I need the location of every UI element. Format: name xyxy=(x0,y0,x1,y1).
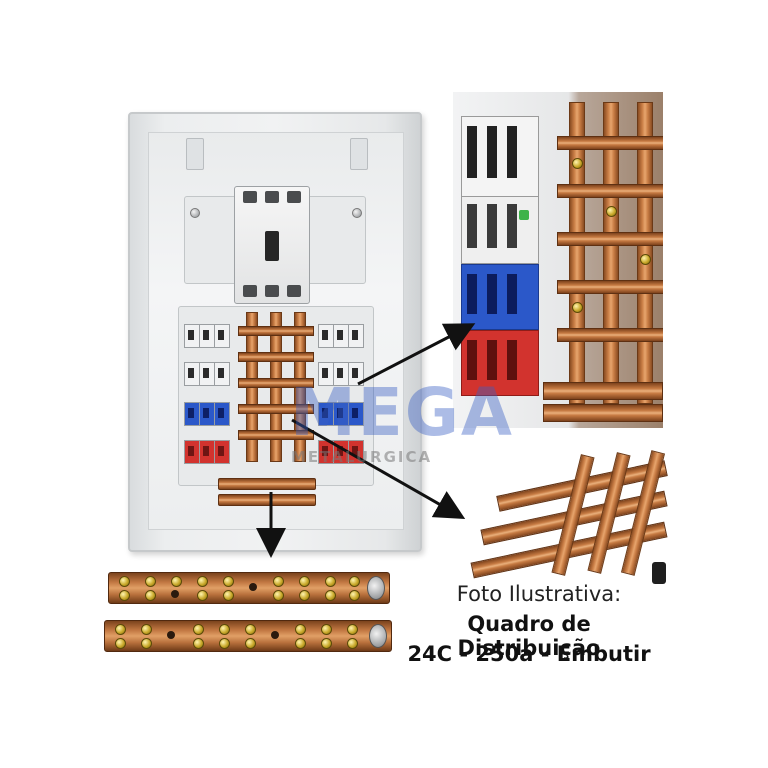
caption-product-name: Quadro de Distribuição xyxy=(457,612,601,660)
breaker-lever xyxy=(265,231,279,261)
arrow-to-breakers-closeup xyxy=(357,323,476,386)
screw xyxy=(352,208,362,218)
copper-comb-bars-photo xyxy=(470,448,668,588)
arrow-to-copper-comb xyxy=(291,418,466,519)
caption-illustrative: Foto Ilustrativa: xyxy=(456,582,622,606)
watermark-logo: MEGA xyxy=(290,374,515,451)
breakers-closeup-photo xyxy=(453,92,663,428)
caption-specs: 24C - 250a - Embutir xyxy=(407,642,651,666)
terminal-busbar-top xyxy=(108,572,390,604)
terminal-busbar-bottom xyxy=(104,620,392,652)
screw xyxy=(190,208,200,218)
busbar-bolt xyxy=(367,576,385,600)
neutral-terminal-bar xyxy=(218,494,316,506)
mounting-bracket xyxy=(350,138,368,170)
mounting-bracket xyxy=(186,138,204,170)
copper-busbar-comb xyxy=(238,312,314,462)
busbar-bolt xyxy=(369,624,387,648)
ground-terminal-bar xyxy=(218,478,316,490)
watermark-subtitle: METALURGICA xyxy=(291,448,433,466)
main-breaker-250a xyxy=(234,186,310,304)
left-breaker-column xyxy=(184,318,230,478)
right-breaker-column xyxy=(318,318,364,478)
